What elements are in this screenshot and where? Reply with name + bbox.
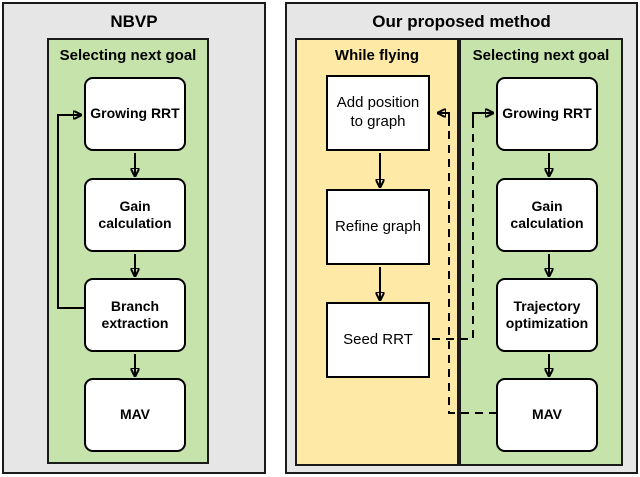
box-trajectory-optimization: Trajectory optimization (496, 278, 598, 352)
box-refine-graph: Refine graph (326, 189, 430, 265)
proposed-method-panel-title: Our proposed method (372, 12, 551, 31)
box-nbvp-growing-rrt: Growing RRT (84, 77, 186, 151)
box-seed-rrt: Seed RRT (326, 302, 430, 378)
proposed-selecting-next-goal-section: Selecting next goal Growing RRT Gain cal… (459, 38, 623, 466)
box-nbvp-gain-calculation: Gain calculation (84, 178, 186, 252)
box-proposed-gain-calculation: Gain calculation (496, 178, 598, 252)
box-add-position-to-graph: Add position to graph (326, 75, 430, 151)
proposed-section-title: Selecting next goal (472, 47, 610, 64)
nbvp-section-title: Selecting next goal (59, 47, 197, 64)
box-nbvp-branch-extraction: Branch extraction (84, 278, 186, 352)
box-proposed-mav: MAV (496, 378, 598, 452)
nbvp-panel-title: NBVP (110, 12, 158, 31)
while-flying-section: While flying Add position to graph Refin… (295, 38, 459, 466)
box-proposed-growing-rrt: Growing RRT (496, 77, 598, 151)
while-flying-title: While flying (334, 47, 420, 64)
proposed-method-panel: Our proposed method While flying Add pos… (285, 2, 638, 474)
nbvp-panel: NBVP Selecting next goal Growing RRT Gai… (2, 2, 266, 474)
box-nbvp-mav: MAV (84, 378, 186, 452)
nbvp-selecting-next-goal-section: Selecting next goal Growing RRT Gain cal… (47, 38, 209, 464)
